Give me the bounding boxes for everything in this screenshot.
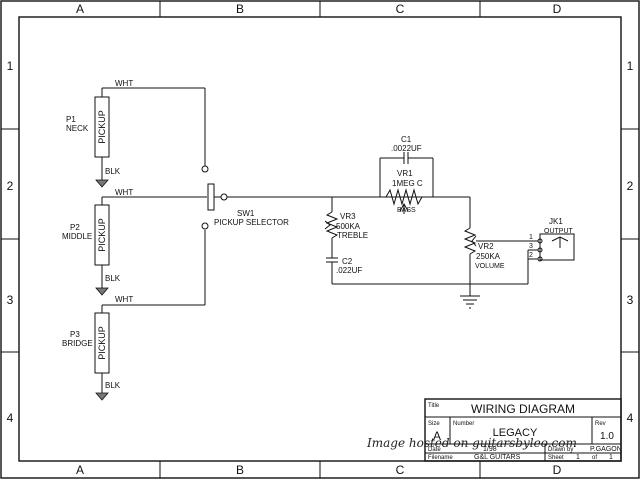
number-value: LEGACY bbox=[493, 427, 538, 439]
pickup-p3-ref: P3 bbox=[70, 330, 80, 339]
size-value: A bbox=[433, 429, 441, 443]
vr1-name: BASS bbox=[397, 207, 416, 214]
vr1-value: 1MEG C bbox=[392, 179, 423, 188]
pickup-p1-ground-wire-label: BLK bbox=[105, 167, 121, 176]
pickup-p2-middle: PICKUP bbox=[94, 196, 207, 296]
wiper-icon bbox=[471, 235, 477, 247]
pickup-p1-name: NECK bbox=[66, 124, 89, 133]
pickup-p1-label: PICKUP bbox=[97, 110, 107, 144]
pickup-selector-switch bbox=[201, 165, 470, 230]
jk1-name: OUTPUT bbox=[544, 228, 574, 235]
grid-row-3-right: 3 bbox=[627, 293, 634, 307]
pickup-p3-name: BRIDGE bbox=[62, 339, 93, 348]
jack-pin-1: 1 bbox=[529, 234, 533, 241]
pickup-p2-label: PICKUP bbox=[97, 218, 107, 252]
vr2-ref: VR2 bbox=[478, 242, 494, 251]
vr3-ref: VR3 bbox=[340, 212, 356, 221]
pickup-p2-ground-wire-label: BLK bbox=[105, 274, 121, 283]
title-value: WIRING DIAGRAM bbox=[471, 402, 575, 416]
pickup-p3-hot-wire-label: WHT bbox=[115, 295, 133, 304]
grid-col-c-bottom: C bbox=[396, 463, 405, 477]
vr2-name: VOLUME bbox=[475, 263, 505, 270]
grid-col-a-top: A bbox=[76, 2, 84, 16]
pickup-p1-neck: PICKUP bbox=[94, 87, 206, 188]
sheet-total-value: 1 bbox=[609, 454, 613, 461]
grid-col-b-bottom: B bbox=[236, 463, 244, 477]
title-label: Title bbox=[428, 403, 440, 409]
vr3-value: 500KA bbox=[336, 222, 361, 231]
jack-pin-2: 2 bbox=[529, 252, 533, 259]
grid-col-d-top: D bbox=[553, 2, 562, 16]
pickup-p2-hot-wire-label: WHT bbox=[115, 188, 133, 197]
pickup-p3-bridge: PICKUP bbox=[94, 230, 206, 401]
pickup-p2-name: MIDDLE bbox=[62, 232, 92, 241]
rev-label: Rev bbox=[595, 421, 606, 427]
grid-col-b-top: B bbox=[236, 2, 244, 16]
grid-col-a-bottom: A bbox=[76, 463, 84, 477]
number-label: Number bbox=[453, 421, 474, 427]
grid-col-d-bottom: D bbox=[553, 463, 562, 477]
filename-label: Filename bbox=[428, 455, 453, 461]
drawn-by-label: Drawn by bbox=[548, 447, 573, 453]
jack-pin-3: 3 bbox=[529, 243, 533, 250]
volume-circuit bbox=[460, 197, 528, 309]
ground-icon bbox=[95, 287, 109, 296]
sheet-label: Sheet bbox=[548, 455, 564, 461]
pickup-p3-ground-wire-label: BLK bbox=[105, 381, 121, 390]
vr3-name: TREBLE bbox=[337, 231, 368, 240]
grid-row-2-right: 2 bbox=[627, 179, 634, 193]
c2-value: .022UF bbox=[336, 266, 362, 275]
grid-col-c-top: C bbox=[396, 2, 405, 16]
filename-value: G&L GUITARS bbox=[474, 454, 521, 461]
sheet-value: 1 bbox=[576, 454, 580, 461]
grid-row-1-left: 1 bbox=[7, 59, 14, 73]
vr2-value: 250KA bbox=[476, 252, 501, 261]
vr1-ref: VR1 bbox=[397, 169, 413, 178]
pickup-p2-ref: P2 bbox=[70, 223, 80, 232]
grid-row-4-left: 4 bbox=[7, 411, 14, 425]
grid-row-1-right: 1 bbox=[627, 59, 634, 73]
watermark-text: Image hosted on guitarsbyleo.com bbox=[366, 436, 577, 450]
bass-circuit bbox=[379, 152, 434, 214]
grid-row-3-left: 3 bbox=[7, 293, 14, 307]
date-label: Date bbox=[428, 447, 441, 453]
grid-row-2-left: 2 bbox=[7, 179, 14, 193]
pickup-p3-label: PICKUP bbox=[97, 326, 107, 360]
output-jack bbox=[470, 233, 575, 285]
size-label: Size bbox=[428, 421, 440, 427]
title-block bbox=[424, 398, 622, 462]
c2-ref: C2 bbox=[342, 257, 353, 266]
ground-icon bbox=[95, 392, 109, 401]
sheet-of-label: of bbox=[592, 455, 597, 461]
date-value: 1/98 bbox=[483, 446, 497, 453]
drawn-by-value: P.GAGON bbox=[590, 446, 622, 453]
wiper-icon bbox=[324, 220, 331, 230]
grid-row-4-right: 4 bbox=[627, 411, 634, 425]
switch-name: PICKUP SELECTOR bbox=[214, 218, 289, 227]
c1-ref: C1 bbox=[401, 135, 412, 144]
c1-value: .0022UF bbox=[391, 144, 422, 153]
pickup-p1-hot-wire-label: WHT bbox=[115, 79, 133, 88]
ground-icon bbox=[95, 179, 109, 188]
rev-value: 1.0 bbox=[600, 431, 614, 442]
jk1-ref: JK1 bbox=[549, 217, 563, 226]
pickup-p1-ref: P1 bbox=[66, 115, 76, 124]
switch-ref: SW1 bbox=[237, 209, 255, 218]
treble-circuit bbox=[324, 197, 470, 285]
